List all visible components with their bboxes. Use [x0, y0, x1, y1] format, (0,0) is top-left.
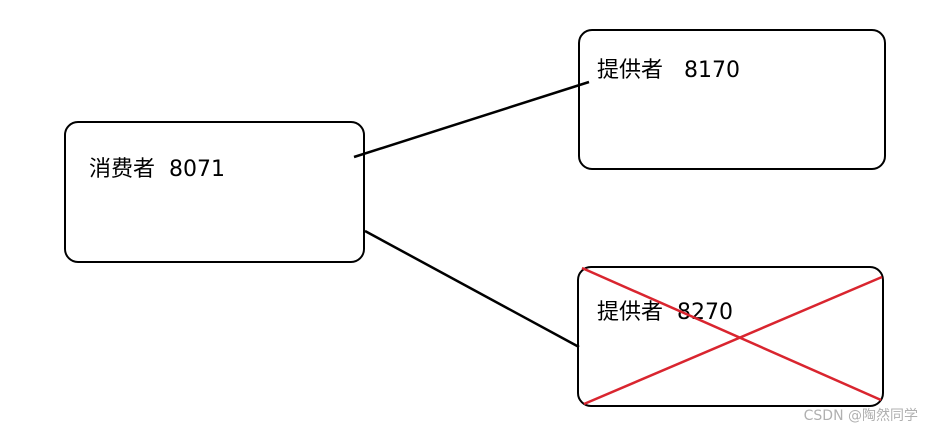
provider-b-port: 8270: [677, 300, 734, 325]
provider-a-port: 8170: [684, 58, 740, 83]
provider-a-name: 提供者: [597, 58, 664, 83]
consumer-port: 8071: [169, 157, 226, 182]
connector-consumer-to-provider-8270: [364, 229, 580, 349]
consumer-label: 消费者 8071: [89, 159, 225, 181]
provider-node-8270: 提供者 8270: [577, 266, 884, 407]
provider-node-8170: 提供者 8170: [578, 29, 886, 170]
provider-b-name: 提供者: [597, 300, 664, 325]
consumer-node: 消费者 8071: [64, 121, 365, 263]
consumer-name: 消费者: [89, 157, 156, 182]
provider-b-label: 提供者 8270: [597, 302, 733, 324]
connector-consumer-to-provider-8170: [353, 80, 590, 159]
provider-a-label: 提供者 8170: [597, 60, 740, 82]
csdn-watermark: CSDN @陶然同学: [803, 408, 918, 424]
